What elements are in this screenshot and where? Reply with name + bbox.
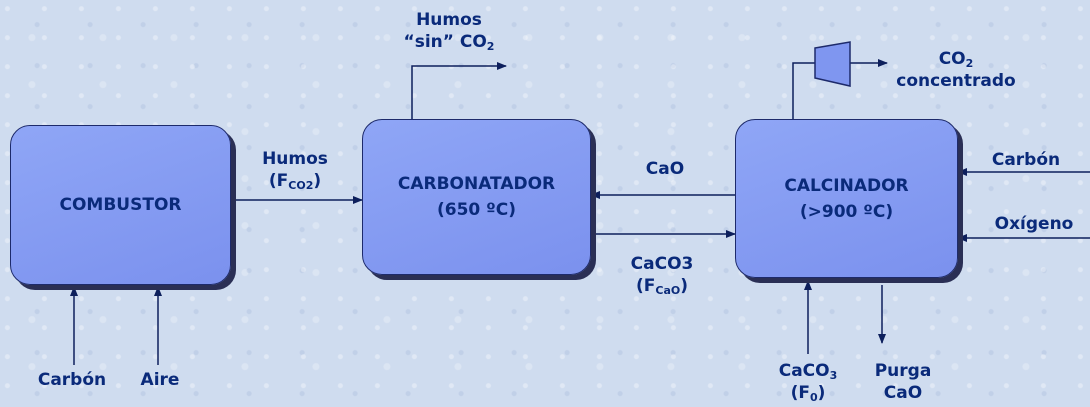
carbonatador-label: CARBONATADOR — [397, 174, 556, 194]
combustor-box: COMBUSTOR — [10, 125, 231, 285]
humos-sin-co2-label: Humos “sin” CO2 — [403, 10, 495, 53]
calcinador-label: CALCINADOR — [784, 175, 909, 196]
aire-label: Aire — [140, 370, 180, 390]
humos-fco2-label: Humos (FCO2) — [262, 149, 328, 192]
compressor-icon — [814, 41, 851, 87]
caco3-f0-label: CaCO3 (F0) — [778, 361, 838, 404]
carbon-combustor-label: Carbón — [37, 370, 107, 390]
purga-cao-label: Purga CaO — [874, 361, 932, 403]
calcinador-temp: (>900 ºC) — [799, 201, 894, 222]
co2-line — [792, 62, 815, 119]
carbonatador-temp: (650 ºC) — [436, 200, 516, 220]
combustor-label: COMBUSTOR — [59, 195, 182, 215]
carbonatador-box: CARBONATADOR (650 ºC) — [362, 119, 591, 275]
cao-label: CaO — [645, 159, 685, 179]
clean-flue-arrow — [411, 62, 507, 119]
co2-concentrado-label: CO2 concentrado — [896, 49, 1016, 91]
oxigeno-label: Oxígeno — [994, 214, 1074, 234]
caco3-fcao-label: CaCO3 (FCaO) — [630, 254, 694, 297]
carbon-calcinador-label: Carbón — [991, 150, 1061, 170]
calcinador-box: CALCINADOR (>900 ºC) — [735, 119, 958, 278]
